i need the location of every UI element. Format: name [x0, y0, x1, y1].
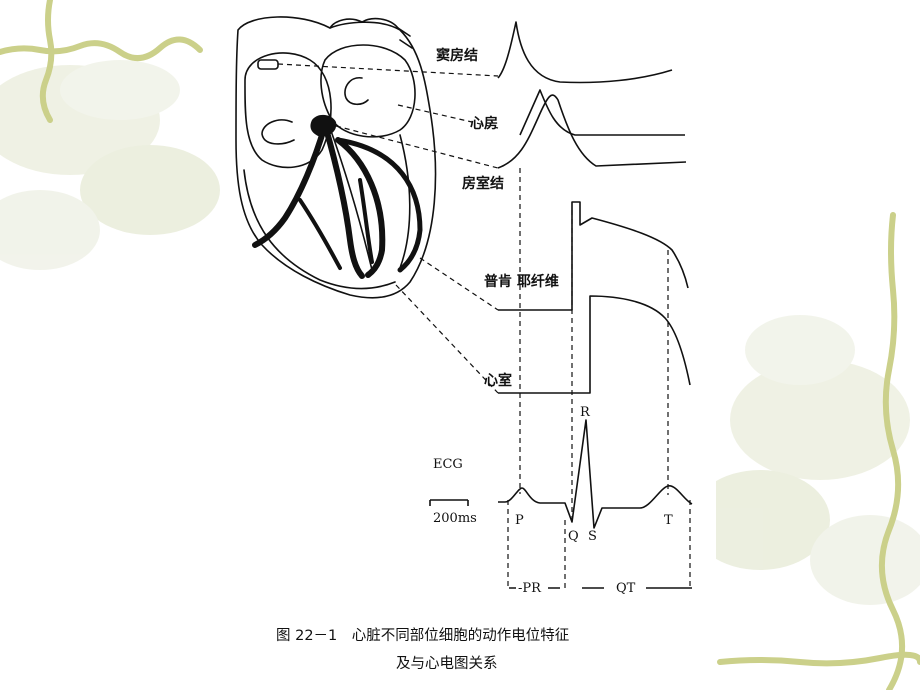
conduction-system	[252, 122, 423, 279]
ecg-s-label: S	[588, 529, 597, 544]
label-purkinje: 普肯 耶纤维	[484, 273, 559, 290]
vine-decoration-right	[717, 212, 920, 690]
ecg-q-label: Q	[568, 529, 579, 544]
purkinje-action-potential	[498, 201, 689, 311]
figure-panel	[232, 0, 716, 690]
label-sa-node: 窦房结	[436, 47, 478, 64]
ecg-r-label: R	[580, 405, 591, 420]
av-node-marker	[310, 114, 337, 137]
ecg-trace	[498, 419, 693, 529]
ecg-title: ECG	[433, 457, 463, 472]
leader-av-node	[335, 125, 499, 169]
ecg-qt-interval-label: QT	[616, 581, 636, 596]
right-atrium	[244, 52, 332, 169]
septum-wall	[329, 127, 373, 271]
atrial-action-potential	[519, 89, 685, 136]
leader-atrium	[397, 104, 499, 129]
tricuspid-opening	[261, 119, 295, 145]
leader-sa-node	[277, 63, 499, 77]
leaf-decoration-left	[0, 60, 220, 270]
figure-caption-line2: 及与心电图关系	[396, 655, 498, 672]
leader-ventricle	[395, 284, 499, 394]
ecg-t-label: T	[664, 513, 673, 528]
label-ventricle: 心室	[484, 372, 512, 389]
leader-purkinje	[419, 257, 499, 311]
label-atrium: 心房	[470, 115, 498, 132]
leaf-decoration-right	[690, 315, 920, 605]
ecg-scale-label: 200ms	[433, 511, 477, 526]
left-atrium	[320, 44, 416, 138]
heart-outline	[235, 16, 437, 299]
sa-node-action-potential	[497, 21, 673, 84]
scale-bar	[429, 499, 469, 506]
vessel-right	[397, 27, 413, 49]
vine-decoration-left	[0, 0, 203, 123]
ventricle-wall	[243, 169, 396, 290]
vessel-top	[329, 17, 399, 29]
sa-node-marker	[257, 59, 279, 70]
mitral-opening	[344, 77, 369, 106]
av-node-action-potential	[497, 94, 687, 169]
ventricular-action-potential	[498, 295, 691, 394]
ecg-pr-interval-label: -PR	[518, 581, 542, 596]
ecg-p-label: P	[515, 513, 524, 528]
figure-caption-line1: 图 22－1 心脏不同部位细胞的动作电位特征	[276, 627, 569, 644]
label-av-node: 房室结	[462, 175, 504, 192]
